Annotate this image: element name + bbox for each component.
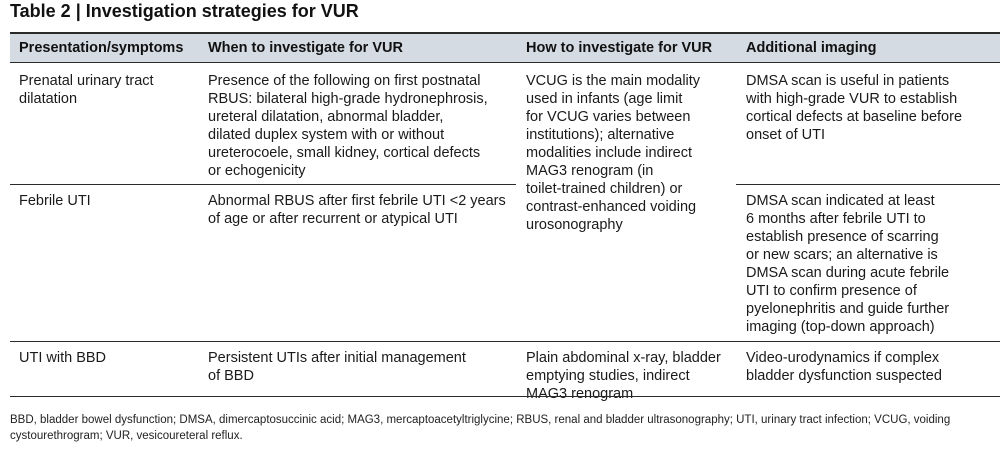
table-header: Presentation/symptoms When to investigat…: [10, 34, 1000, 63]
table-footnote: BBD, bladder bowel dysfunction; DMSA, di…: [10, 414, 951, 442]
table-title: Table 2 | Investigation strategies for V…: [10, 1, 359, 21]
row2-presentation: Febrile UTI: [19, 193, 91, 209]
row1-when: Presence of the following on first postn…: [208, 73, 488, 179]
top-rule: [10, 32, 1000, 34]
col-header-when: When to investigate for VUR: [208, 40, 403, 56]
col-header-how: How to investigate for VUR: [526, 40, 713, 56]
row1-presentation: Prenatal urinary tract dilatation: [19, 73, 154, 107]
bottom-rule: [10, 396, 1000, 397]
row-separator: [10, 184, 516, 185]
row3-how: Plain abdominal x-ray, bladder emptying …: [526, 350, 721, 402]
row3-when: Persistent UTIs after initial management…: [208, 350, 466, 384]
col-header-imaging: Additional imaging: [746, 40, 877, 56]
row2-when: Abnormal RBUS after first febrile UTI <2…: [208, 193, 506, 227]
row3-imaging: Video-urodynamics if complex bladder dys…: [746, 350, 942, 384]
row1-2-how-shared: VCUG is the main modality used in infant…: [526, 73, 701, 233]
row-separator: [10, 341, 1000, 342]
row-separator: [736, 184, 1000, 185]
col-header-presentation: Presentation/symptoms: [19, 40, 184, 56]
row2-imaging: DMSA scan indicated at least 6 months af…: [746, 193, 950, 335]
row3-presentation: UTI with BBD: [19, 350, 107, 366]
row1-imaging: DMSA scan is useful in patients with hig…: [746, 73, 963, 143]
